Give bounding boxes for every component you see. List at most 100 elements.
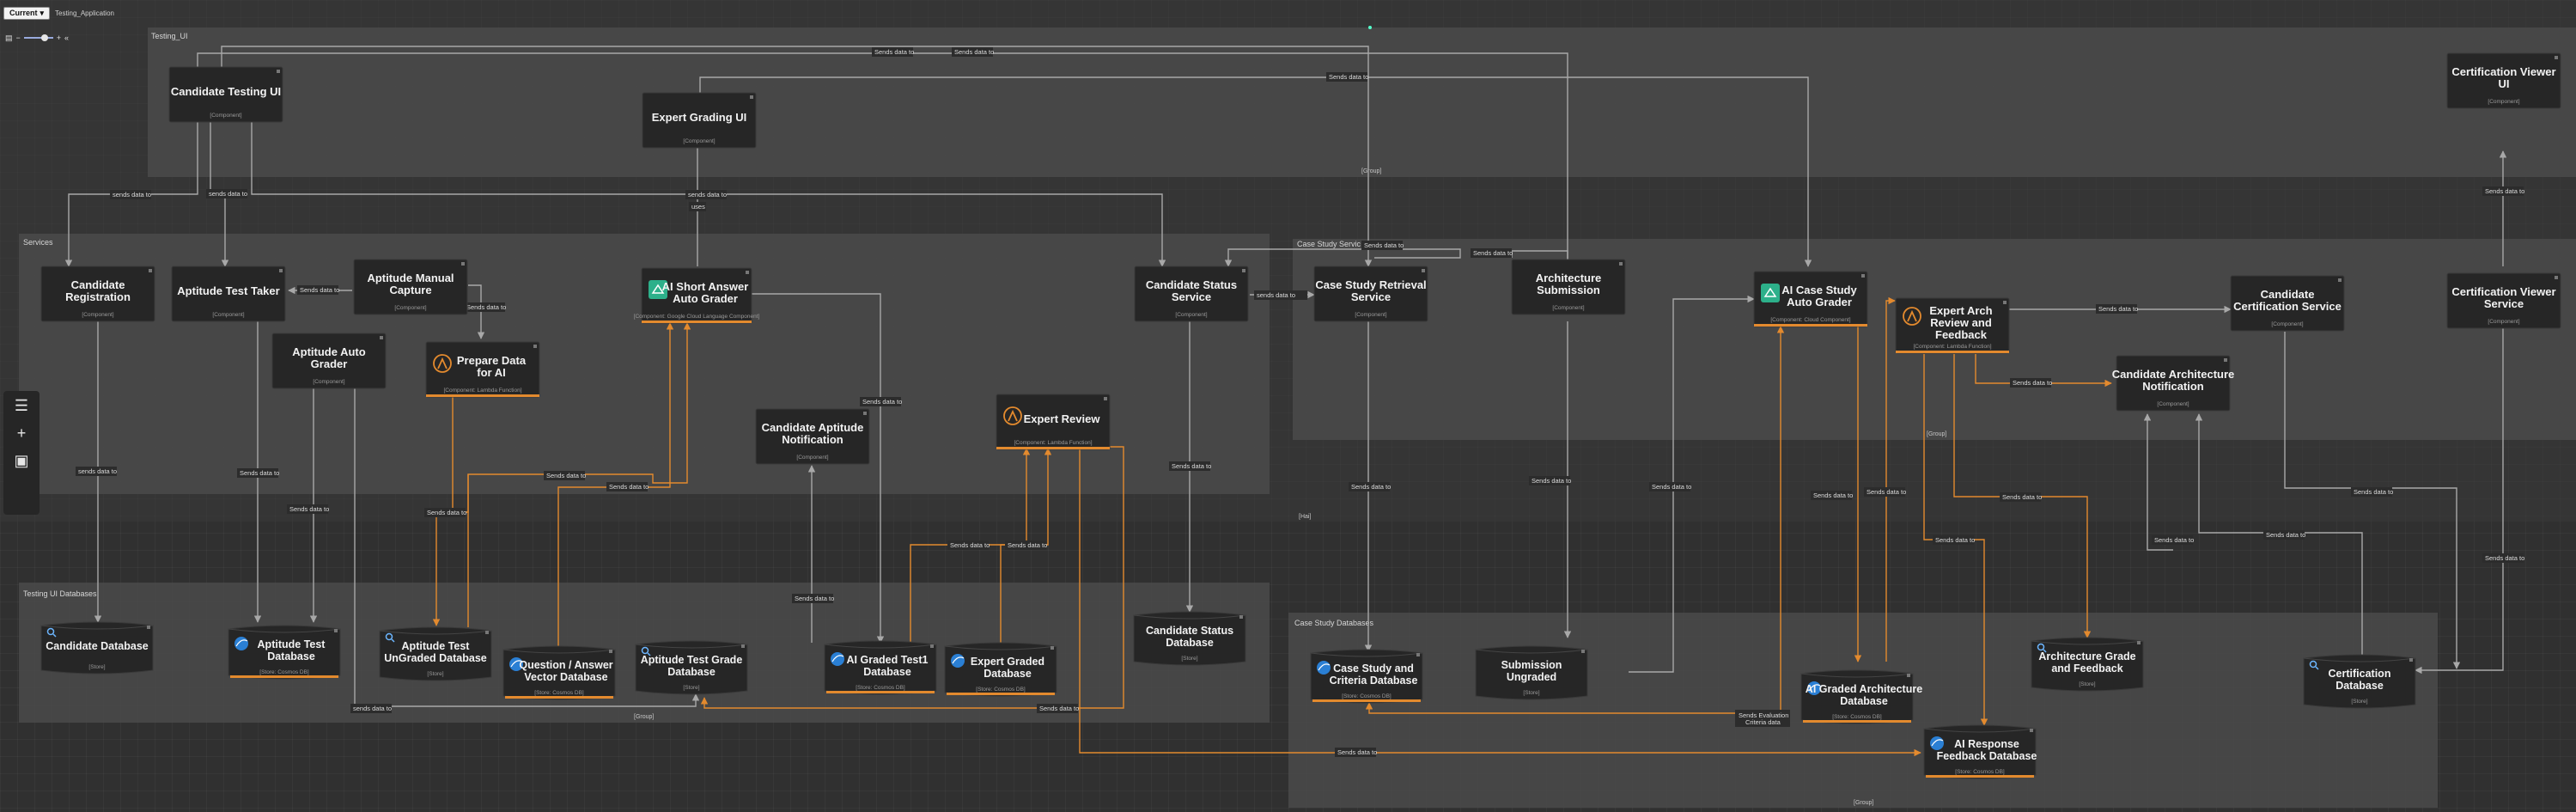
database-menu-icon[interactable] — [2030, 729, 2033, 732]
edge[interactable] — [221, 46, 1373, 267]
edge[interactable] — [468, 284, 485, 339]
node-menu-icon[interactable] — [1422, 269, 1425, 272]
node-candidate-testing-ui[interactable]: Candidate Testing UI[Component] — [168, 66, 283, 123]
edge[interactable] — [1885, 296, 1896, 662]
node-menu-icon[interactable] — [2224, 358, 2227, 362]
node-subtitle: [Component] — [2271, 321, 2303, 327]
node-menu-icon[interactable] — [277, 70, 280, 73]
collapse-icon[interactable]: « — [64, 34, 70, 42]
zoom-in-button[interactable]: + — [56, 34, 62, 42]
database-menu-icon[interactable] — [1239, 615, 1243, 619]
edge-label: Sends data to — [1811, 491, 1853, 500]
node-menu-icon[interactable] — [746, 271, 749, 274]
edge[interactable] — [354, 388, 700, 707]
node-expert-grading-ui[interactable]: Expert Grading UI[Component] — [642, 92, 757, 149]
zoom-out-button[interactable]: − — [15, 34, 21, 42]
node-menu-icon[interactable] — [1619, 262, 1623, 266]
node-menu-icon[interactable] — [279, 269, 283, 272]
edge[interactable] — [1079, 447, 1921, 757]
database-menu-icon[interactable] — [930, 644, 934, 648]
database-menu-icon[interactable] — [2137, 641, 2141, 644]
database-menu-icon[interactable] — [147, 626, 150, 629]
node-menu-icon[interactable] — [2003, 301, 2007, 304]
node-menu-icon[interactable] — [863, 412, 867, 415]
database-menu-icon[interactable] — [1050, 646, 1054, 650]
node-menu-icon[interactable] — [1242, 269, 1245, 272]
database-menu-icon[interactable] — [1581, 650, 1585, 653]
node-menu-icon[interactable] — [2338, 278, 2342, 282]
node-menu-icon[interactable] — [1861, 274, 1865, 278]
breadcrumb[interactable]: Testing_Application — [55, 9, 114, 17]
node-menu-icon[interactable] — [1104, 397, 1107, 400]
group-testing-ui[interactable] — [148, 27, 2576, 177]
database-menu-icon[interactable] — [334, 629, 338, 632]
zoom-slider-handle[interactable] — [40, 34, 48, 41]
node-menu-icon[interactable] — [533, 345, 537, 348]
edge[interactable] — [1975, 354, 2112, 388]
version-select[interactable]: Current ▾ — [3, 6, 51, 20]
edge[interactable] — [752, 293, 885, 644]
node-title: Grader — [311, 357, 348, 370]
node-subtitle: [Component: Cloud Component] — [1770, 317, 1850, 323]
zoom-slider[interactable] — [23, 34, 53, 41]
node-accent-bar — [1896, 351, 2009, 353]
database-title: Candidate Status — [1146, 625, 1233, 637]
database-menu-icon[interactable] — [1907, 674, 1910, 677]
layers-icon[interactable]: ☰ — [14, 397, 29, 414]
database-cylinder — [635, 640, 748, 695]
node-candidate-aptitude-notification[interactable]: Candidate AptitudeNotification[Component… — [755, 408, 870, 465]
edge[interactable] — [2143, 413, 2173, 551]
node-menu-icon[interactable] — [2555, 56, 2558, 59]
layout-icon[interactable]: ▤ — [5, 33, 13, 42]
node-menu-icon[interactable] — [750, 95, 753, 99]
node-title: Expert Review — [1024, 412, 1101, 425]
edge[interactable] — [699, 76, 1812, 267]
image-icon[interactable]: ▣ — [14, 452, 29, 469]
svg-text:Sends data to: Sends data to — [2354, 488, 2393, 496]
node-expert-review[interactable]: Expert Review[Component: Lambda Function… — [996, 394, 1111, 450]
database-menu-icon[interactable] — [609, 650, 612, 653]
edge[interactable] — [1365, 702, 1781, 714]
edge[interactable] — [1224, 248, 1461, 267]
node-menu-icon[interactable] — [149, 269, 152, 272]
database-menu-icon[interactable] — [485, 631, 489, 634]
database-menu-icon[interactable] — [2409, 658, 2413, 662]
node-candidate-architecture-notification[interactable]: Candidate ArchitectureNotification[Compo… — [2112, 355, 2235, 412]
node-aptitude-test-taker[interactable]: Aptitude Test Taker[Component] — [171, 266, 286, 322]
plus-icon[interactable]: + — [16, 424, 27, 442]
edge[interactable] — [2415, 321, 2504, 675]
database-menu-icon[interactable] — [1416, 653, 1420, 656]
database-candidate-database[interactable]: Candidate Database[Store] — [40, 621, 154, 675]
database-menu-icon[interactable] — [741, 644, 745, 648]
node-menu-icon[interactable] — [461, 262, 465, 266]
node-menu-icon[interactable] — [380, 336, 383, 339]
node-menu-icon[interactable] — [2555, 276, 2558, 279]
